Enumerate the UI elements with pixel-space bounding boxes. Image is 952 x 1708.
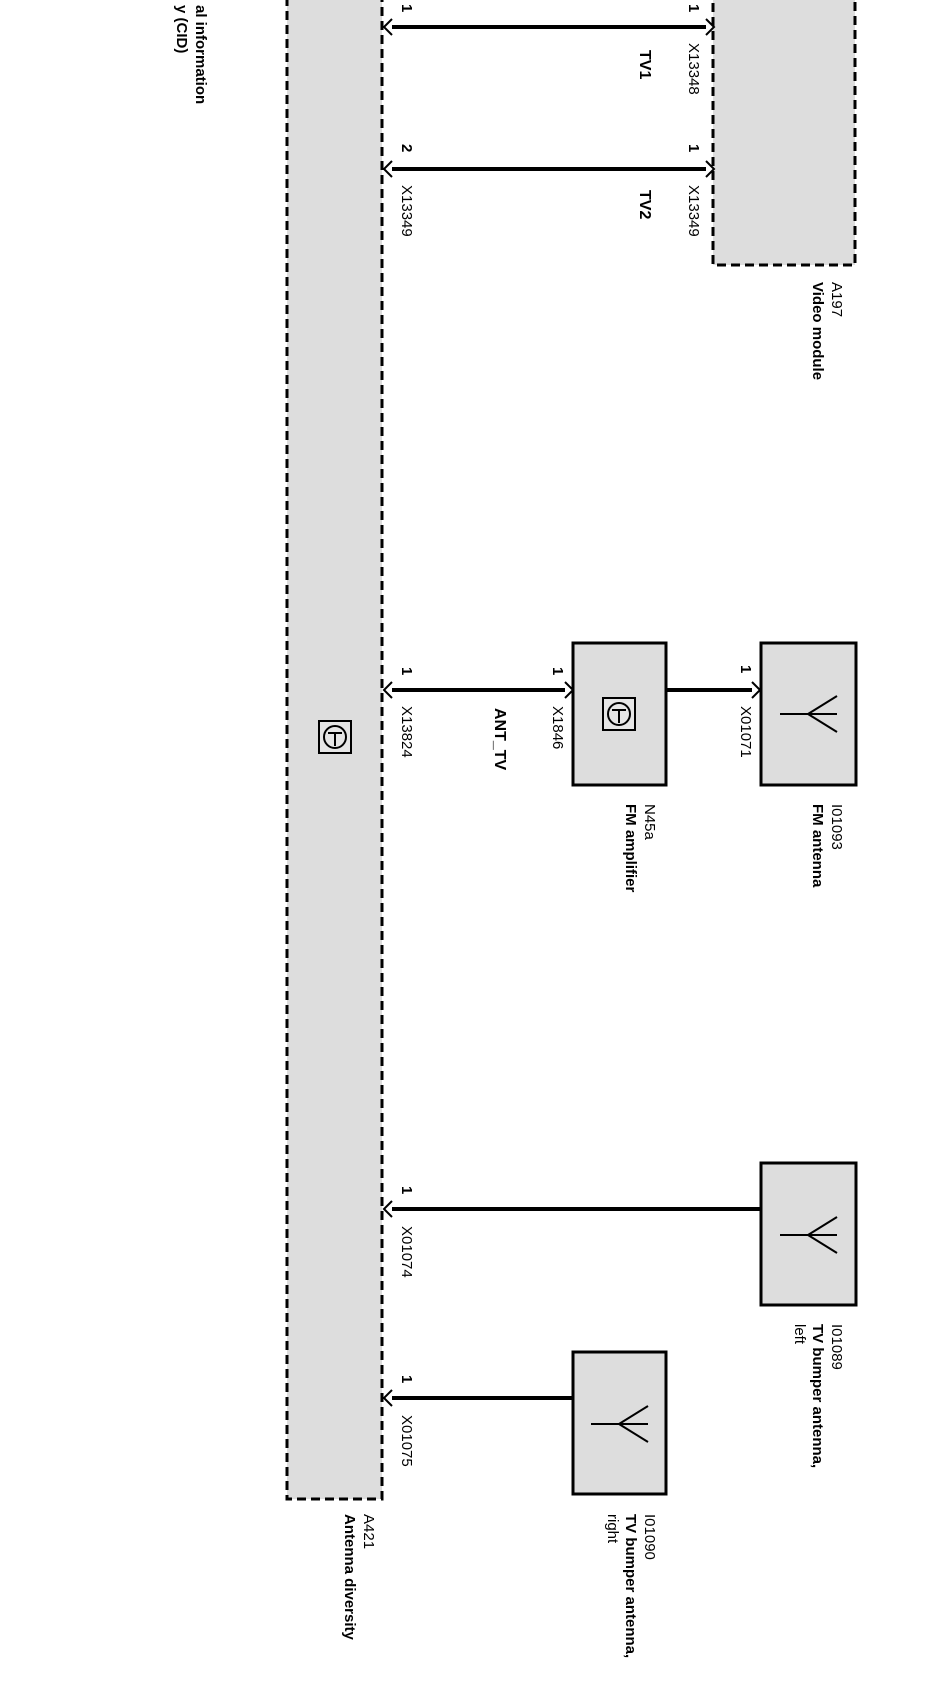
signal-tv1: TV1 <box>636 50 653 79</box>
signal-tv2: TV2 <box>636 190 653 219</box>
pin-tv1-ad: 1 <box>398 4 415 12</box>
tv-antenna-left-name-line1: TV bumper antenna, <box>809 1324 826 1468</box>
cid-label-line2: y (CID) <box>173 5 190 53</box>
pin-tv1-video: 1 <box>685 4 702 12</box>
fm-antenna-name: FM antenna <box>809 804 826 888</box>
fm-antenna-id: I01093 <box>828 804 845 850</box>
tv-antenna-right-name-line2: right <box>604 1514 621 1544</box>
antenna-icon <box>591 1405 649 1443</box>
connector-x01071: X01071 <box>737 706 754 758</box>
connector-x13348-video: X13348 <box>685 43 702 95</box>
connector-x1846: X1846 <box>549 706 566 749</box>
tv-bumper-antenna-left-box <box>759 1161 858 1307</box>
transistor-amplifier-icon <box>602 697 636 731</box>
antenna-diversity-id: A421 <box>360 1514 377 1549</box>
pin-ant-tv-amp: 1 <box>549 667 566 675</box>
antenna-icon <box>780 695 838 733</box>
video-module-name: Video module <box>809 282 826 380</box>
pin-ant-tv-ad: 1 <box>398 667 415 675</box>
pin-tv-left: 1 <box>398 1186 415 1194</box>
video-module-id: A197 <box>828 282 845 317</box>
tv-antenna-left-name-line2: left <box>791 1324 808 1345</box>
pin-tv2-ad: 2 <box>398 144 415 152</box>
cid-label-line1: al information <box>192 5 209 104</box>
pin-fm-antenna: 1 <box>737 665 754 673</box>
fm-amplifier-id: N45a <box>641 804 658 841</box>
antenna-diversity-name: Antenna diversity <box>341 1514 358 1641</box>
connector-terminals <box>382 18 762 1407</box>
tv-antenna-right-id: I01090 <box>641 1514 658 1560</box>
antenna-icon <box>780 1216 838 1254</box>
pin-tv-right: 1 <box>398 1375 415 1383</box>
connector-x01074: X01074 <box>398 1226 415 1278</box>
connector-x13824: X13824 <box>398 706 415 758</box>
pin-tv2-video: 1 <box>685 144 702 152</box>
signal-ant-tv: ANT_TV <box>491 708 508 771</box>
tv-antenna-left-id: I01089 <box>828 1324 845 1370</box>
connector-x13349-video: X13349 <box>685 185 702 237</box>
connector-x01075: X01075 <box>398 1415 415 1467</box>
tv-antenna-right-name-line1: TV bumper antenna, <box>622 1514 639 1658</box>
connector-x13349-ad: X13349 <box>398 185 415 237</box>
transistor-amplifier-icon <box>318 720 352 754</box>
video-module-box <box>711 0 857 267</box>
fm-amplifier-name: FM amplifier <box>622 804 639 893</box>
